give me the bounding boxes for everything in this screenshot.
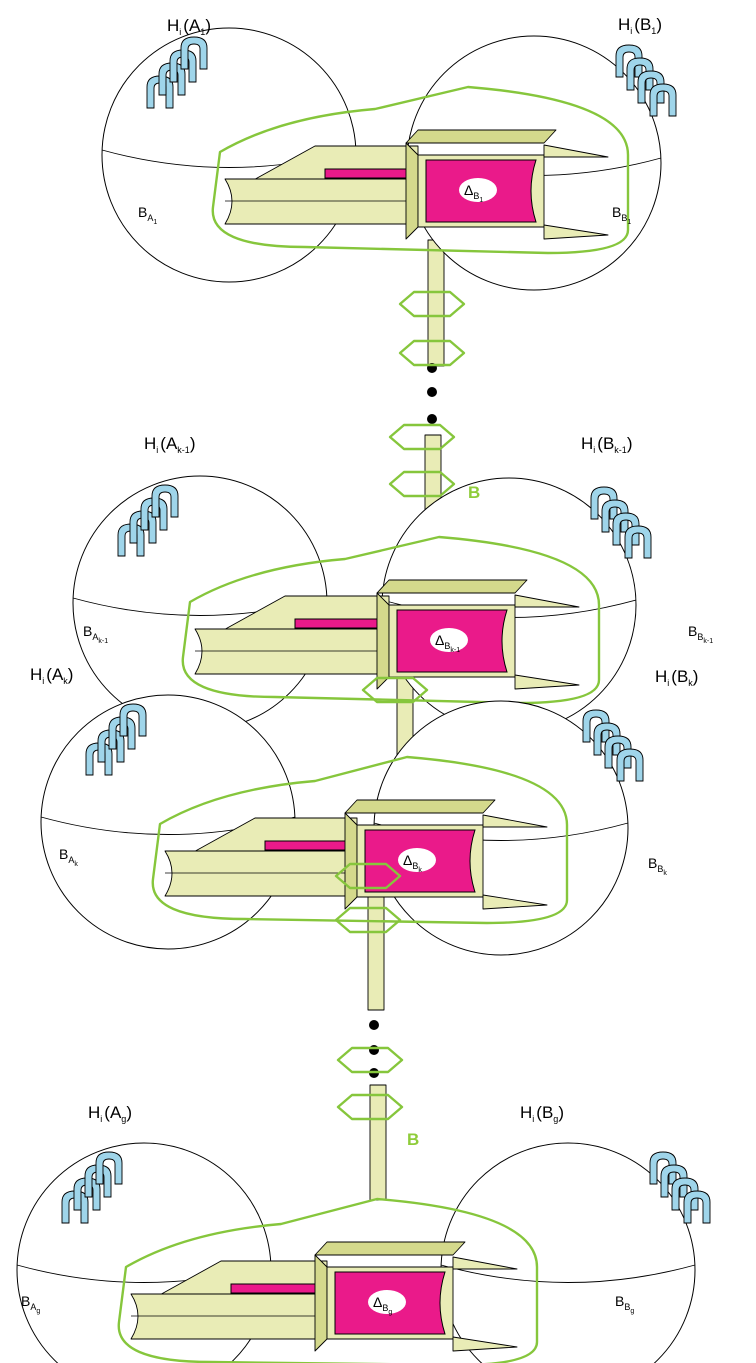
lower-tube bbox=[164, 850, 358, 897]
box-left bbox=[314, 1254, 328, 1352]
right-genus-label: Hi(Bg) bbox=[520, 1103, 564, 1124]
connector-annotations: BB bbox=[334, 290, 480, 1149]
right-ball-equator bbox=[440, 1264, 696, 1283]
pink-strip bbox=[294, 618, 390, 629]
lower-tube bbox=[194, 628, 390, 675]
delta-oval bbox=[368, 1290, 406, 1314]
ring-7 bbox=[334, 906, 402, 934]
box-spike-bottom bbox=[543, 224, 609, 240]
delta-label: ΔBg bbox=[373, 1294, 392, 1316]
lower-tube bbox=[224, 178, 419, 225]
box-top bbox=[344, 799, 496, 814]
level-3: ΔBk Hi(Ak) Hi(Bk) BAk BBk bbox=[30, 665, 698, 956]
ring-5 bbox=[361, 676, 429, 704]
box-left bbox=[376, 592, 390, 690]
pink-strip bbox=[230, 1283, 328, 1294]
left-ball-label: BAk bbox=[59, 846, 78, 868]
ring-2 bbox=[398, 339, 466, 367]
right-ball-label: BBg bbox=[615, 1293, 634, 1315]
connector-b-label: B bbox=[468, 483, 480, 502]
left-ball-label: BA1 bbox=[138, 204, 157, 226]
right-genus-label: Hi(B1) bbox=[618, 15, 662, 36]
delta-oval bbox=[459, 178, 497, 202]
pink-strip bbox=[264, 840, 358, 851]
box-spike-bottom bbox=[452, 1336, 518, 1352]
pink-strip bbox=[324, 168, 419, 179]
box-spike-top bbox=[543, 144, 609, 158]
delta-oval bbox=[398, 848, 436, 872]
left-genus-label: Hi(Ak-1) bbox=[144, 434, 195, 455]
box-top bbox=[376, 579, 528, 594]
ellipsis-dot-3 bbox=[427, 414, 437, 424]
box-spike-top bbox=[482, 814, 548, 828]
box-spike-top bbox=[452, 1256, 518, 1270]
vertical-tube-5 bbox=[369, 1084, 387, 1201]
boundary-curve bbox=[117, 1197, 539, 1363]
ellipsis-dot-4 bbox=[369, 1020, 379, 1030]
ring-8 bbox=[336, 1046, 404, 1074]
left-ball-label: BAg bbox=[21, 1293, 40, 1315]
ring-6 bbox=[334, 862, 402, 890]
box-spike-bottom bbox=[514, 674, 580, 690]
box-spike-bottom bbox=[482, 894, 548, 910]
left-genus-label: Hi(Ag) bbox=[88, 1103, 132, 1124]
ring-4 bbox=[388, 470, 456, 498]
left-ball-label: BAk-1 bbox=[83, 623, 108, 645]
box-left bbox=[405, 142, 419, 240]
ellipsis-dot-2 bbox=[427, 387, 437, 397]
right-ball-label: BB1 bbox=[612, 204, 631, 226]
vertical-connectors bbox=[367, 239, 445, 1201]
delta-label: ΔBk-1 bbox=[435, 632, 460, 654]
delta-label: ΔB1 bbox=[464, 182, 483, 204]
level-4: ΔBg Hi(Ag) Hi(Bg) BAg BBg bbox=[16, 1103, 711, 1363]
box-spike-top bbox=[514, 594, 580, 608]
boundary-curve bbox=[181, 535, 601, 705]
ring-3 bbox=[388, 423, 456, 451]
ring-9 bbox=[336, 1093, 404, 1121]
box-left bbox=[344, 812, 358, 910]
box-top bbox=[314, 1241, 466, 1256]
ring-1 bbox=[398, 290, 466, 318]
ellipsis-dot-5 bbox=[369, 1045, 379, 1055]
right-genus-label: Hi(Bk-1) bbox=[581, 434, 632, 455]
box-top bbox=[405, 129, 557, 144]
right-genus-label: Hi(Bk) bbox=[655, 667, 698, 688]
left-genus-label: Hi(A1) bbox=[167, 16, 211, 37]
right-ball-label: BBk bbox=[648, 855, 667, 877]
vertical-tube-1 bbox=[427, 239, 445, 367]
level-2: ΔBk-1 Hi(Ak-1) Hi(Bk-1) BAk-1 BBk-1 bbox=[72, 434, 713, 733]
right-ball-label: BBk-1 bbox=[688, 623, 713, 645]
boundary-curve bbox=[211, 85, 630, 255]
delta-label: ΔBk bbox=[403, 852, 422, 874]
lower-tube bbox=[130, 1293, 328, 1340]
boundary-curve bbox=[151, 755, 569, 925]
connector-b-label: B bbox=[407, 1130, 419, 1149]
delta-oval bbox=[430, 628, 468, 652]
level-1: ΔB1 Hi(A1) Hi(B1) BA1 BB1 bbox=[101, 15, 677, 291]
left-genus-label: Hi(Ak) bbox=[30, 665, 73, 686]
